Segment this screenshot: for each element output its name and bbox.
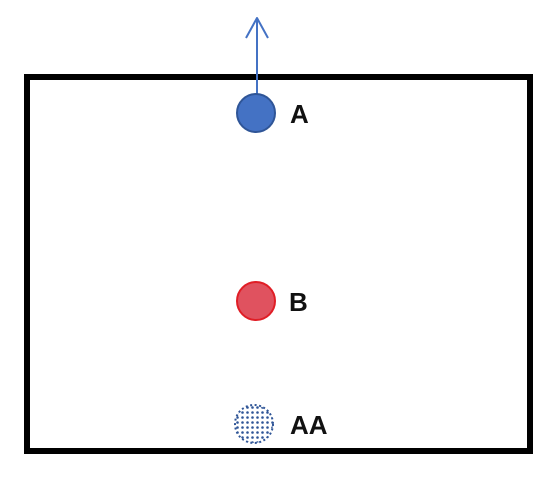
point-aa-outline [234, 404, 274, 444]
point-a-outline [236, 93, 276, 133]
container-box [24, 74, 533, 454]
point-b-label: B [289, 287, 308, 317]
point-aa [235, 405, 273, 443]
upward-arrow [245, 17, 269, 96]
point-a-label: A [290, 99, 309, 129]
arrow-head [245, 17, 269, 39]
point-b-outline [236, 281, 276, 321]
point-aa-label: AA [290, 410, 328, 440]
point-a [237, 94, 275, 132]
point-b [237, 282, 275, 320]
